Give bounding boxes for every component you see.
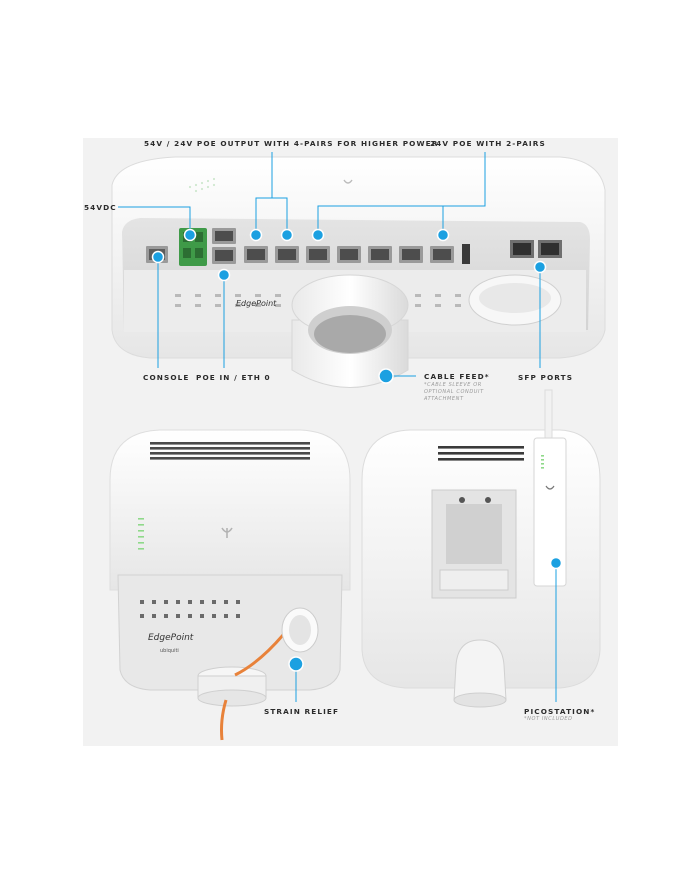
poe-in-callout-dot: [217, 268, 231, 282]
note-picostation: *NOT INCLUDED: [524, 716, 573, 722]
sfp-port-icon: [510, 240, 562, 258]
edgepoint-brand-text: EdgePoint: [236, 299, 277, 308]
mounting-bracket: [431, 489, 517, 599]
poe-4pair-callout-dot-1: [249, 228, 263, 242]
ubiquiti-logo-text: ubiquiti: [160, 648, 179, 654]
strain-relief-clamp: [197, 666, 267, 707]
callout-dots: [151, 228, 563, 672]
strain-relief-callout-dot: [288, 656, 304, 672]
label-cable-feed: CABLE FEED*: [424, 372, 490, 381]
pole-mount-foot: [453, 639, 507, 708]
console-callout-dot: [151, 250, 165, 264]
bottom-right-device-mounted-view: [361, 389, 601, 708]
label-poe-output-4pairs: 54V / 24V POE OUTPUT WITH 4-PAIRS FOR HI…: [144, 139, 439, 148]
label-picostation: PICOSTATION*: [524, 707, 596, 716]
label-console: CONSOLE: [143, 373, 190, 382]
cable-sleeve-right: [468, 274, 562, 326]
callout-lines: [118, 152, 557, 702]
label-sfp-ports: SFP PORTS: [518, 373, 574, 382]
picostation-device: [533, 389, 567, 587]
label-dc-input: 54VDC: [84, 203, 117, 212]
top-device-open-view: EdgePoint: [111, 156, 606, 388]
cable-feed-sleeve: [291, 274, 409, 388]
note-cable-feed: *CABLE SLEEVE OR OPTIONAL CONDUIT ATTACH…: [424, 382, 484, 402]
sfp-callout-dot: [533, 260, 547, 274]
bottom-left-device-rear-view: EdgePoint ubiquiti: [109, 429, 351, 741]
poe-2pair-callout-dot-2: [436, 228, 450, 242]
picostation-callout-dot: [549, 556, 563, 570]
poe-4pair-callout-dot-2: [280, 228, 294, 242]
poe-2pair-callout-dot-1: [311, 228, 325, 242]
label-strain-relief: STRAIN RELIEF: [264, 707, 340, 716]
edgepoint-label-text: EdgePoint: [148, 633, 194, 643]
label-poe-2pairs: 24V POE WITH 2-PAIRS: [430, 139, 546, 148]
label-poe-in: POE IN / ETH 0: [196, 373, 271, 382]
dc-input-callout-dot: [183, 228, 197, 242]
cable-feed-callout-dot: [378, 368, 394, 384]
